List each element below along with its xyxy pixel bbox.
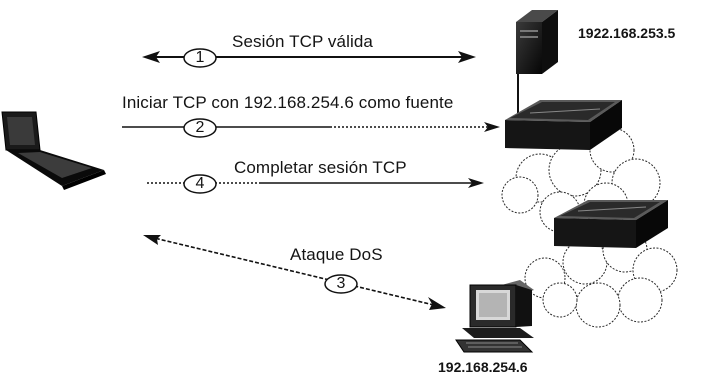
arrow-valid-session: [142, 48, 476, 68]
arrow-dos-attack: [143, 235, 446, 310]
cloud-icon: [524, 227, 678, 328]
step-number-1: 1: [195, 49, 205, 66]
router-icon: [505, 100, 622, 150]
label-valid-session: Sesión TCP válida: [232, 32, 373, 51]
arrow-complete-session: [147, 174, 484, 194]
arrow-start-tcp: [122, 118, 500, 138]
label-dos-attack: Ataque DoS: [290, 245, 383, 264]
server-ip-label: 1922.168.253.5: [578, 25, 676, 41]
desktop-computer-icon: [455, 280, 534, 353]
victim-ip-label: 192.168.254.6: [438, 359, 528, 375]
label-start-tcp: Iniciar TCP con 192.168.254.6 como fuent…: [122, 93, 454, 112]
label-complete-session: Completar sesión TCP: [234, 158, 407, 177]
step-number-4: 4: [195, 175, 205, 192]
step-number-2: 2: [195, 119, 205, 136]
server-icon: [516, 10, 558, 74]
router-icon: [554, 200, 668, 248]
laptop-icon: [1, 111, 106, 190]
step-number-3: 3: [336, 275, 346, 292]
